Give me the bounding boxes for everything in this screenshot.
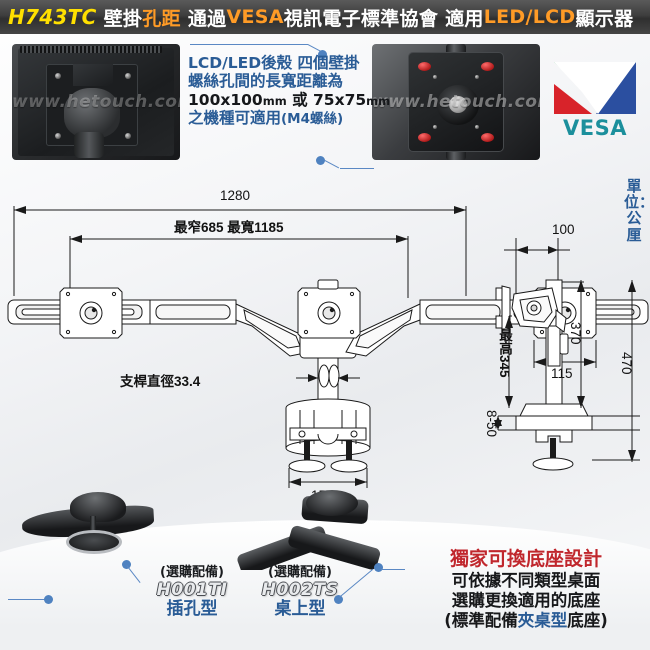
promo-line-3-post: 底座) bbox=[567, 610, 608, 630]
base-leg-right bbox=[286, 524, 382, 570]
callout-dot-bottom bbox=[316, 156, 325, 165]
callout-dot-h002ts bbox=[374, 563, 383, 572]
vent-grille bbox=[20, 46, 162, 53]
callout-line-1: LCD/LED後殼 四個壁掛 bbox=[188, 54, 360, 72]
callout-line-h001ti bbox=[8, 599, 46, 600]
promo-headline: 獨家可換底座設計 bbox=[449, 548, 602, 570]
callout-line-bottom-diag bbox=[324, 160, 340, 169]
vesa-checkmark-icon bbox=[554, 62, 636, 114]
option-label-h001ti: (選購配備) H001TI 插孔型 bbox=[138, 565, 246, 619]
header-text-passed: 通過 bbox=[187, 7, 227, 30]
hole-pitch-100: 100x100 bbox=[188, 90, 263, 109]
hole-pitch-75: 75x75 bbox=[313, 90, 367, 109]
vesa-logo: VESA bbox=[552, 60, 638, 144]
option-model-2: H002TS bbox=[261, 579, 339, 600]
callout-line-4-paren: (M4螺絲) bbox=[281, 110, 344, 127]
photo-vesa-plate-red-accents: www.hetouch.com bbox=[372, 44, 540, 160]
promo-line-3-blue: 夾桌型 bbox=[517, 610, 568, 630]
technical-drawing: 1280 最窄685 最寬1185 100 115 支桿直徑33.4 158 最… bbox=[0, 176, 650, 524]
or-text: 或 bbox=[292, 90, 308, 109]
callout-line-3: 100x100mm 或 75x75mm bbox=[188, 90, 390, 109]
unit-mm: mm bbox=[366, 93, 391, 108]
promo-line-1: 可依據不同類型桌面 bbox=[451, 571, 601, 590]
dim-span-range: 最窄685 最寬1185 bbox=[174, 220, 284, 235]
base-shaft bbox=[90, 516, 96, 542]
header-text-holepitch: 孔距 bbox=[142, 7, 181, 30]
dim-pole-diameter: 支桿直徑33.4 bbox=[120, 374, 201, 389]
dim-height-470: 470 bbox=[619, 352, 634, 375]
red-cap-icon bbox=[418, 62, 431, 71]
unit-mm: mm bbox=[262, 93, 287, 108]
header-text-suitable: 適用 bbox=[445, 7, 484, 30]
arm-stem bbox=[74, 132, 104, 158]
option-label-h002ts: (選購配備) H002TS 桌上型 bbox=[246, 565, 354, 619]
photo-grommet-base-h001ti bbox=[18, 492, 168, 570]
grommet-hole bbox=[66, 530, 122, 554]
screw-icon bbox=[55, 133, 61, 139]
option-paren-1: (選購配備) bbox=[160, 565, 224, 580]
promo-line-3-pre: (標準配備 bbox=[444, 610, 518, 630]
screw-icon bbox=[125, 133, 131, 139]
red-cap-icon bbox=[418, 133, 431, 142]
screw-icon bbox=[433, 125, 437, 129]
dim-depth: 100 bbox=[552, 222, 575, 237]
screw-icon bbox=[475, 125, 479, 129]
callout-line-top bbox=[190, 44, 308, 45]
header-text-vesa: VESA bbox=[226, 6, 284, 28]
option-kind-1: 插孔型 bbox=[166, 598, 218, 619]
header-model: H743TC bbox=[8, 5, 97, 29]
screw-icon bbox=[433, 75, 437, 79]
header-text-association: 視訊電子標準協會 bbox=[283, 7, 439, 30]
screw-icon bbox=[55, 73, 61, 79]
callout-line-2: 螺絲孔間的長寬距離為 bbox=[188, 72, 344, 91]
option-kind-2: 桌上型 bbox=[274, 598, 326, 619]
dim-desk-thickness: 8-50 bbox=[484, 410, 499, 438]
dim-max-height: 最高345 bbox=[497, 328, 512, 378]
screw-icon bbox=[125, 73, 131, 79]
header-text-ledlcd: LED/LCD bbox=[483, 6, 576, 28]
base-cone bbox=[70, 492, 126, 522]
callout-line-bottom bbox=[340, 168, 374, 169]
callout-dot-h001ti bbox=[122, 560, 131, 569]
screw-icon bbox=[475, 75, 479, 79]
vesa-logo-text: VESA bbox=[563, 116, 627, 140]
dim-overall-width: 1280 bbox=[220, 188, 251, 203]
vesa-mount-plate bbox=[408, 52, 504, 152]
promo-block: 獨家可換底座設計 可依據不同類型桌面 選購更換適用的底座 (標準配備夾桌型底座) bbox=[404, 544, 648, 630]
header-text-monitor: 顯示器 bbox=[575, 7, 634, 30]
callout-line-4: 之機種可適用(M4螺絲) bbox=[188, 109, 374, 128]
vesa-spec-callout: LCD/LED後殼 四個壁掛 螺絲孔間的長寬距離為 100x100mm 或 75… bbox=[188, 54, 390, 128]
header-banner: H743TC 壁掛 孔距 通過 VESA 視訊電子標準協會 適用 LED/LCD… bbox=[0, 0, 650, 34]
option-model-1: H001TI bbox=[156, 579, 228, 600]
promo-line-3: (標準配備夾桌型底座) bbox=[404, 611, 648, 631]
callout-dot-h001ti-end bbox=[44, 595, 53, 604]
photo-desktop-base-h002ts bbox=[228, 490, 388, 570]
callout-line-4-text: 之機種可適用 bbox=[188, 108, 282, 127]
callout-dot-top bbox=[318, 50, 327, 59]
base-hub bbox=[306, 490, 358, 516]
pivot-hub bbox=[437, 85, 479, 125]
photo-monitor-back-vesa-plate: www.hetouch.com bbox=[12, 44, 180, 160]
header-text-wallmount: 壁掛 bbox=[103, 7, 143, 30]
callout-line-h002ts bbox=[381, 569, 405, 570]
drawing-svg bbox=[7, 206, 649, 488]
tilt-knob bbox=[64, 88, 120, 138]
dim-height-370: 370 bbox=[568, 322, 583, 345]
red-cap-icon bbox=[481, 133, 494, 142]
option-paren-2: (選購配備) bbox=[268, 565, 332, 580]
dim-vesa-plate-width: 115 bbox=[551, 366, 573, 381]
red-cap-icon bbox=[481, 62, 494, 71]
promo-line-2: 選購更換適用的底座 bbox=[451, 590, 601, 610]
callout-dot-h002ts-end bbox=[334, 595, 343, 604]
unit-label: 單位：公厘 bbox=[624, 177, 650, 244]
